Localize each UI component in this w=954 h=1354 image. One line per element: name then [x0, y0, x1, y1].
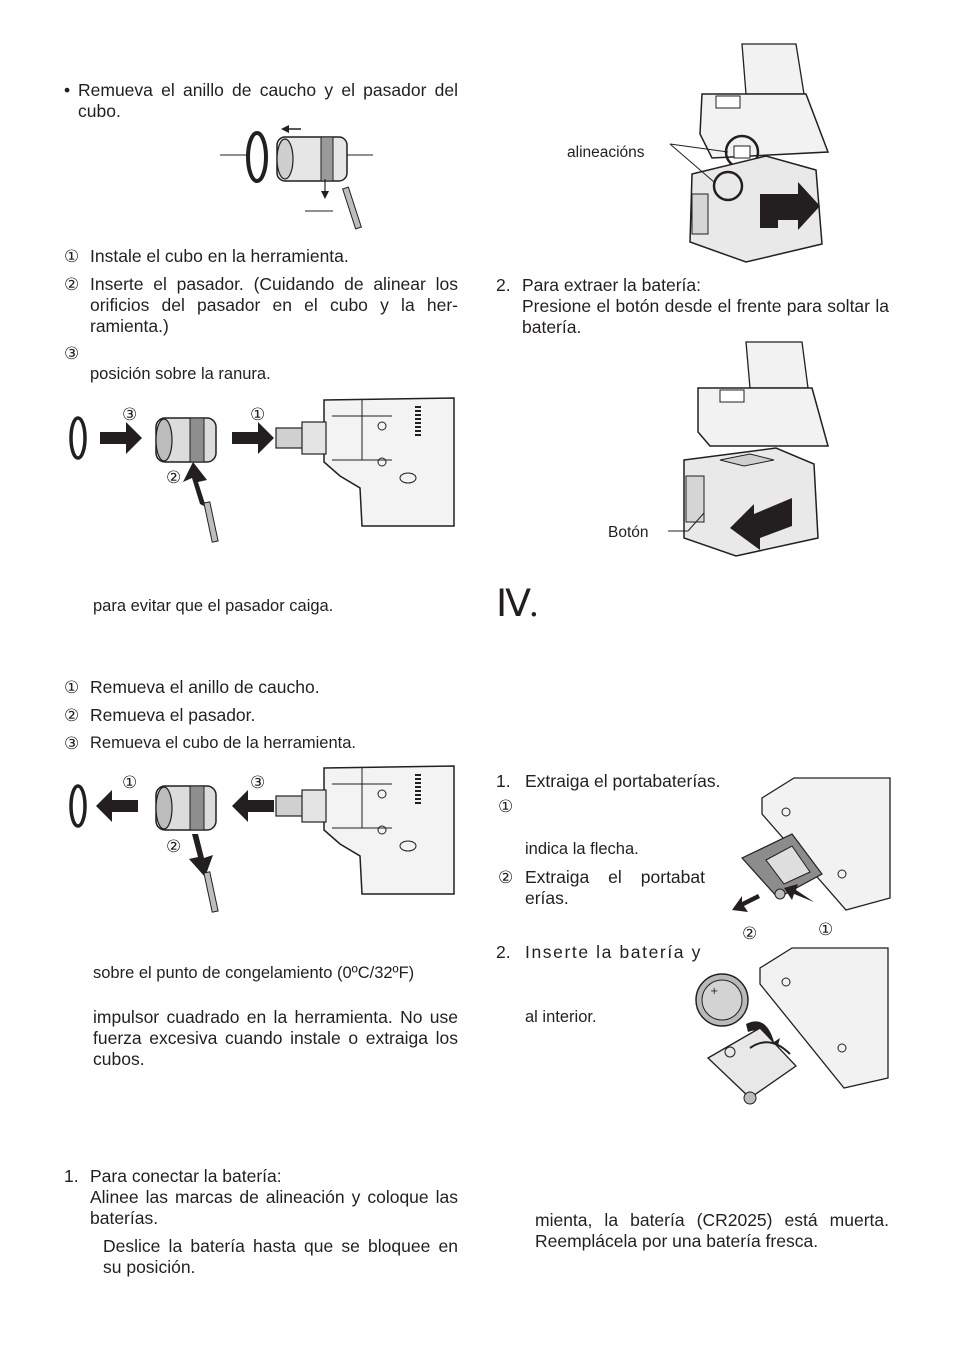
remove-battery-title: Para extraer la batería:: [522, 275, 701, 295]
remove-battery-num: 2.: [496, 275, 511, 295]
connect-battery-text: Alinee las marcas de alineación y coloqu…: [90, 1187, 458, 1228]
install-step-2-text: Inserte el pasador. (Cuidando de alinear…: [90, 274, 458, 336]
remove-step-1-text: Remueva el anillo de caucho.: [90, 677, 320, 697]
holder-step-2-cont: al interior.: [525, 1008, 597, 1026]
remove-step-3-num: ③: [64, 734, 80, 753]
button-leader-line: [668, 512, 705, 532]
section-number: Ⅳ.: [496, 583, 539, 625]
holder-fig-label-1: ①: [818, 920, 834, 939]
holder-sub-1-cont: indica la flecha.: [525, 840, 639, 858]
connect-battery-title: Para conectar la batería:: [90, 1166, 282, 1186]
holder-extract-figure: [732, 777, 891, 912]
holder-step-1-num: 1.: [496, 771, 511, 791]
bullet: •: [64, 80, 71, 100]
alignment-leader-lines: [669, 143, 729, 183]
alignment-label: alineacións: [567, 144, 645, 161]
remove-step-2-num: ②: [64, 706, 80, 725]
remove-step-2-text: Remueva el pasador.: [90, 705, 256, 725]
svg-text:+: +: [710, 986, 718, 997]
remove-battery-text: Presione el botón desde el frente para s…: [522, 296, 889, 337]
install-step-3-cont: posición sobre la ranura.: [90, 365, 271, 383]
battery-remove-figure: [683, 341, 829, 557]
fig1-label-1: ①: [250, 405, 266, 424]
holder-step-1-text: Extraiga el portabaterías.: [525, 771, 721, 791]
install-step-3-num: ③: [64, 344, 80, 363]
holder-sub-1-num: ①: [498, 797, 514, 816]
ring-socket-figure: [220, 125, 373, 230]
remove-socket-figure: [69, 765, 455, 913]
fig1-label-2: ②: [166, 468, 182, 487]
holder-step-2-num: 2.: [496, 942, 511, 962]
holder-fig-label-2: ②: [742, 924, 758, 943]
battery-insert-figure: +: [695, 947, 889, 1105]
dead-battery-note: mienta, la batería (CR2025) está muerta.…: [535, 1210, 889, 1251]
remove-step-3-text: Remueva el cubo de la herramienta.: [90, 734, 356, 752]
holder-sub-2-text: Extraiga el portabat erías.: [525, 867, 705, 908]
remove-ring-text: Remueva el anillo de caucho y el pasador…: [78, 80, 458, 121]
connect-battery-num: 1.: [64, 1166, 79, 1186]
fig2-label-1: ①: [122, 773, 138, 792]
fig1-label-3: ③: [122, 405, 138, 424]
install-socket-figure: [69, 397, 455, 543]
holder-sub-2-num: ②: [498, 868, 514, 887]
fig2-label-2: ②: [166, 837, 182, 856]
button-label: Botón: [608, 524, 649, 541]
battery-attach-figure: [689, 43, 830, 263]
remove-step-1-num: ①: [64, 678, 80, 697]
connect-battery-slide: Deslice la batería hasta que se bloquee …: [103, 1236, 458, 1277]
freeze-note: sobre el punto de congelamiento (0ºC/32º…: [93, 964, 415, 982]
fig2-label-3: ③: [250, 773, 266, 792]
holder-step-2-text: Inserte la batería y: [525, 942, 702, 962]
install-step-1-num: ①: [64, 247, 80, 266]
square-drive-note: impulsor cuadrado en la herramienta. No …: [93, 1007, 458, 1069]
pin-note: para evitar que el pasador caiga.: [93, 597, 334, 615]
install-step-2-num: ②: [64, 275, 80, 294]
install-step-1-text: Instale el cubo en la herramienta.: [90, 246, 349, 266]
